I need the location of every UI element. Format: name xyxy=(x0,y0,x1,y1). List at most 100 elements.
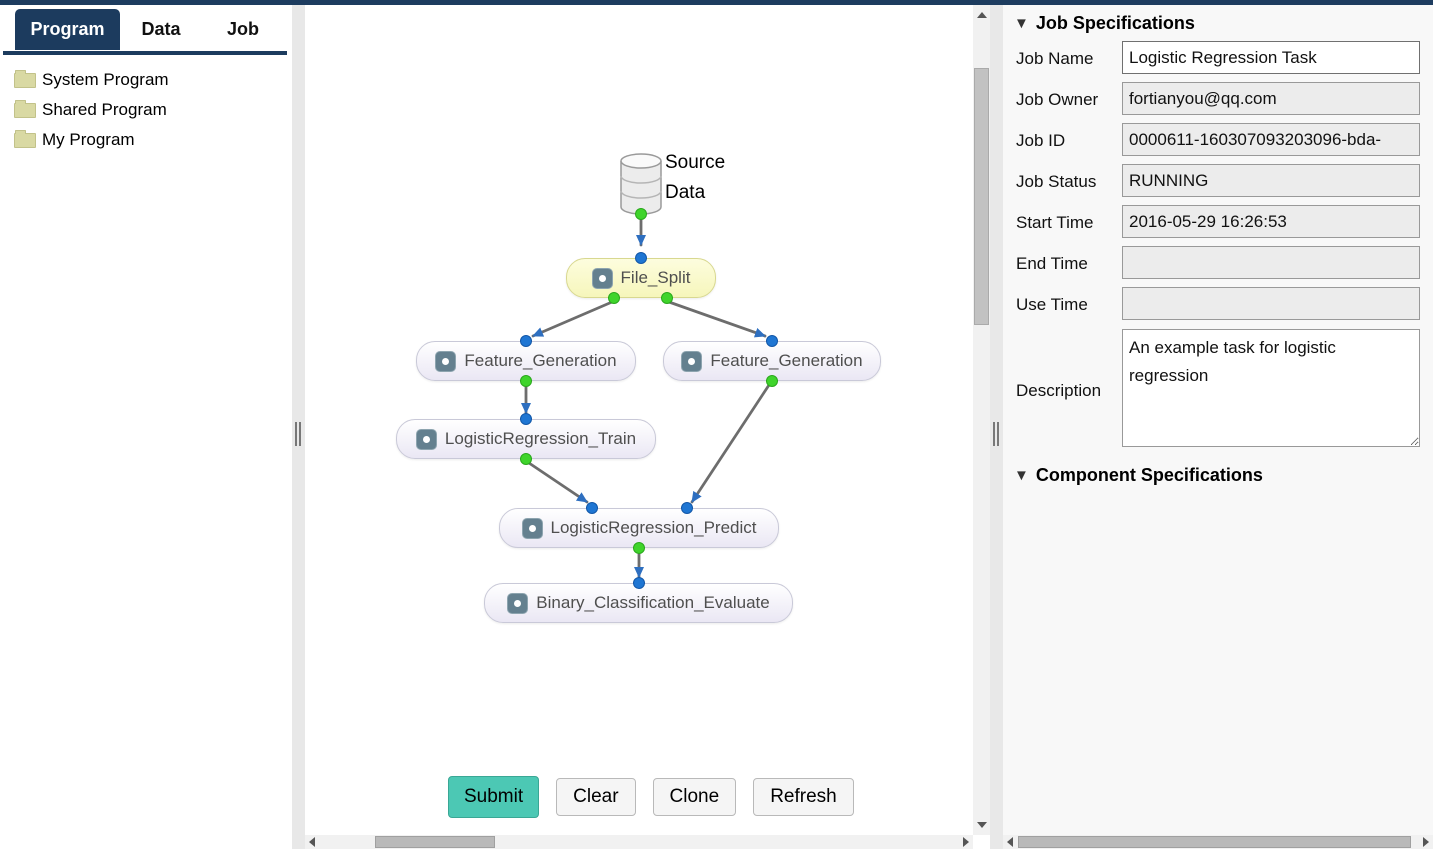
folder-label: My Program xyxy=(42,130,135,149)
start-time-label: Start Time xyxy=(1016,213,1094,232)
right-splitter[interactable] xyxy=(990,5,1003,849)
output-port[interactable] xyxy=(766,375,778,387)
left-splitter[interactable] xyxy=(292,5,305,849)
node-feature-generation-left[interactable]: Feature_Generation xyxy=(416,341,636,381)
tab-program[interactable]: Program xyxy=(15,9,120,50)
folder-icon xyxy=(14,69,36,88)
component-icon xyxy=(435,350,457,372)
use-time-label: Use Time xyxy=(1016,295,1088,314)
refresh-button[interactable]: Refresh xyxy=(753,778,854,816)
sidebar-item-system-program[interactable]: System Program xyxy=(0,65,292,95)
scrollbar-corner xyxy=(973,835,990,849)
end-time-label: End Time xyxy=(1016,254,1088,273)
scroll-right-icon[interactable] xyxy=(1423,837,1429,847)
component-specifications-header[interactable]: ▼ Component Specifications xyxy=(1014,465,1263,486)
canvas-horizontal-scrollbar[interactable] xyxy=(305,835,973,849)
folder-label: System Program xyxy=(42,70,169,89)
job-name-input[interactable] xyxy=(1122,41,1420,74)
output-port[interactable] xyxy=(520,375,532,387)
component-icon xyxy=(521,517,543,539)
component-icon xyxy=(591,267,613,289)
output-port[interactable] xyxy=(635,208,647,220)
job-specifications-panel: ▼ Job Specifications Job Name Job Owner … xyxy=(1003,5,1433,849)
node-label: File_Split xyxy=(620,268,691,287)
sidebar-item-shared-program[interactable]: Shared Program xyxy=(0,95,292,125)
start-time-input xyxy=(1122,205,1420,238)
tab-underline xyxy=(3,51,287,55)
scroll-right-icon[interactable] xyxy=(963,837,969,847)
output-port[interactable] xyxy=(633,542,645,554)
submit-button[interactable]: Submit xyxy=(448,776,540,818)
action-button-row: Submit Clear Clone Refresh xyxy=(448,776,854,818)
description-label: Description xyxy=(1016,381,1102,400)
sidebar: Program Data Job System Program Shared P… xyxy=(0,5,292,849)
panel-horizontal-scrollbar[interactable] xyxy=(1003,835,1433,849)
clone-button[interactable]: Clone xyxy=(652,778,737,816)
input-port[interactable] xyxy=(520,413,532,425)
job-owner-input xyxy=(1122,82,1420,115)
sidebar-item-my-program[interactable]: My Program xyxy=(0,125,292,155)
input-port[interactable] xyxy=(586,502,598,514)
scroll-up-icon[interactable] xyxy=(977,12,987,18)
collapse-triangle-icon[interactable]: ▼ xyxy=(1014,467,1029,484)
tab-job[interactable]: Job xyxy=(226,19,259,39)
input-port[interactable] xyxy=(633,577,645,589)
node-label: Binary_Classification_Evaluate xyxy=(536,593,770,612)
workflow-canvas[interactable]: Source Data File_Split Feature_Generatio… xyxy=(305,5,973,835)
node-source-data[interactable]: Source Data xyxy=(619,152,725,221)
component-icon xyxy=(507,592,529,614)
scrollbar-thumb[interactable] xyxy=(1018,836,1411,848)
section-title: Component Specifications xyxy=(1035,465,1263,485)
node-logisticregression-predict[interactable]: LogisticRegression_Predict xyxy=(499,508,779,548)
description-textarea[interactable]: An example task for logistic regression xyxy=(1122,329,1420,447)
component-icon xyxy=(681,350,703,372)
scroll-down-icon[interactable] xyxy=(977,822,987,828)
section-title: Job Specifications xyxy=(1035,13,1195,33)
output-port[interactable] xyxy=(608,292,620,304)
input-port[interactable] xyxy=(635,252,647,264)
job-id-label: Job ID xyxy=(1016,131,1066,150)
node-binary-classification-evaluate[interactable]: Binary_Classification_Evaluate xyxy=(484,583,793,623)
node-label: Feature_Generation xyxy=(464,351,617,370)
node-label: LogisticRegression_Train xyxy=(444,429,637,448)
source-data-label: Source Data xyxy=(665,152,726,203)
folder-label: Shared Program xyxy=(42,100,167,119)
job-status-input xyxy=(1122,164,1420,197)
output-port[interactable] xyxy=(661,292,673,304)
use-time-input xyxy=(1122,287,1420,320)
splitter-grip-icon xyxy=(993,422,999,446)
folder-icon xyxy=(14,99,36,118)
job-specifications-header[interactable]: ▼ Job Specifications xyxy=(1014,13,1195,34)
scrollbar-thumb[interactable] xyxy=(974,68,989,325)
node-feature-generation-right[interactable]: Feature_Generation xyxy=(663,341,881,381)
node-label: LogisticRegression_Predict xyxy=(550,518,757,537)
clear-button[interactable]: Clear xyxy=(556,778,636,816)
end-time-input xyxy=(1122,246,1420,279)
scroll-left-icon[interactable] xyxy=(309,837,315,847)
program-folder-list: System Program Shared Program My Program xyxy=(0,65,292,155)
input-port[interactable] xyxy=(520,335,532,347)
scrollbar-thumb[interactable] xyxy=(375,836,495,848)
node-file-split[interactable]: File_Split xyxy=(566,258,716,298)
job-name-label: Job Name xyxy=(1016,49,1094,68)
input-port[interactable] xyxy=(681,502,693,514)
database-icon xyxy=(620,153,662,215)
job-id-input xyxy=(1122,123,1420,156)
description-row: Description An example task for logistic… xyxy=(1003,329,1433,447)
top-accent-bar xyxy=(0,0,1433,5)
splitter-grip-icon xyxy=(295,422,301,446)
workflow-edges xyxy=(521,218,771,579)
canvas-vertical-scrollbar[interactable] xyxy=(973,5,990,835)
sidebar-tabs: Program Data Job xyxy=(0,5,292,50)
tab-data[interactable]: Data xyxy=(141,19,181,39)
job-status-label: Job Status xyxy=(1016,172,1097,191)
input-port[interactable] xyxy=(766,335,778,347)
node-label: Feature_Generation xyxy=(710,351,863,370)
collapse-triangle-icon[interactable]: ▼ xyxy=(1014,15,1029,32)
job-owner-label: Job Owner xyxy=(1016,90,1099,109)
output-port[interactable] xyxy=(520,453,532,465)
canvas-wrap: Source Data File_Split Feature_Generatio… xyxy=(305,5,990,849)
folder-icon xyxy=(14,129,36,148)
scroll-left-icon[interactable] xyxy=(1007,837,1013,847)
component-icon xyxy=(415,428,437,450)
